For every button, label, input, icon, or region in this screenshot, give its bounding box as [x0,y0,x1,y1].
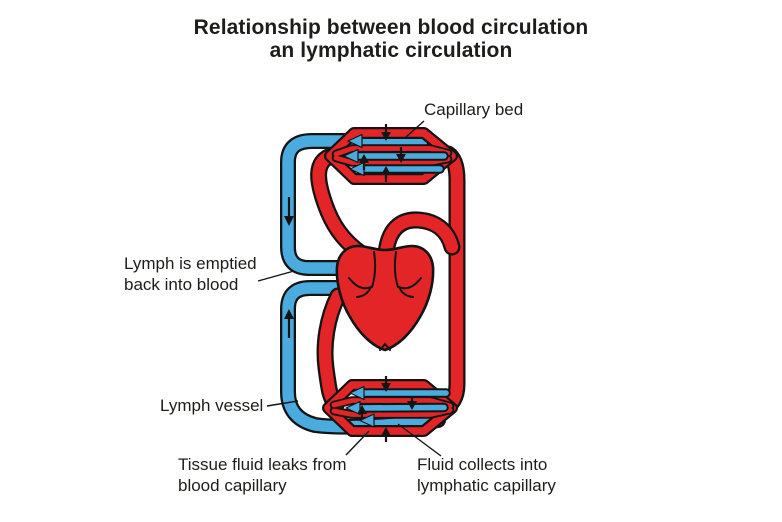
artery-right-vertical [442,154,457,410]
heart-detail-left [348,277,372,298]
lymph-vessel-label: Lymph vessel [160,396,264,415]
capillary-bed-label: Capillary bed [424,100,524,119]
lymph-emptied-line-2: back into blood [124,275,239,294]
lymph-arrowhead [359,413,375,428]
capillary-bed-bottom [328,376,452,442]
fluid-leak-arrows-bottom [357,376,417,442]
lymph-arrowhead [349,385,365,401]
lymph-flow-down-arrow [284,197,294,226]
leader-capillary-bed [405,120,425,138]
fluid-leak-arrows-top [359,124,406,182]
lymph-emptied-label: Lymph is emptied back into blood [124,253,257,295]
tissue-fluid-label: Tissue fluid leaks from blood capillary [178,454,346,496]
heart [335,244,435,352]
title-line-1: Relationship between blood circulation [193,16,589,39]
page-title: Relationship between blood circulation a… [0,16,782,62]
heart-detail-right [398,277,422,298]
lymph-emptied-line-1: Lymph is emptied [124,254,257,273]
leader-fluid-collects [397,423,442,457]
lymph-flow-up-arrow [284,309,294,338]
leader-lymph-emptied [257,270,295,282]
artery-lower-left [325,296,338,405]
lymph-arrowhead [347,133,363,149]
fluid-collects-line-2: lymphatic capillary [417,476,556,495]
capillary-bed-top [330,124,452,182]
fluid-collects-label: Fluid collects into lymphatic capillary [417,454,556,496]
tissue-fluid-line-1: Tissue fluid leaks from [178,455,347,474]
fluid-collects-line-1: Fluid collects into [417,455,548,474]
lymph-arrowhead [345,400,361,416]
title-line-2: an lymphatic circulation [269,39,513,62]
lymph-arrowhead [343,148,359,164]
heart-detail-septum [371,251,399,288]
leader-lymph-vessel [266,400,299,407]
heart-detail-apex [379,342,391,351]
tissue-fluid-line-2: blood capillary [178,476,287,495]
leader-tissue-fluid [345,430,370,456]
